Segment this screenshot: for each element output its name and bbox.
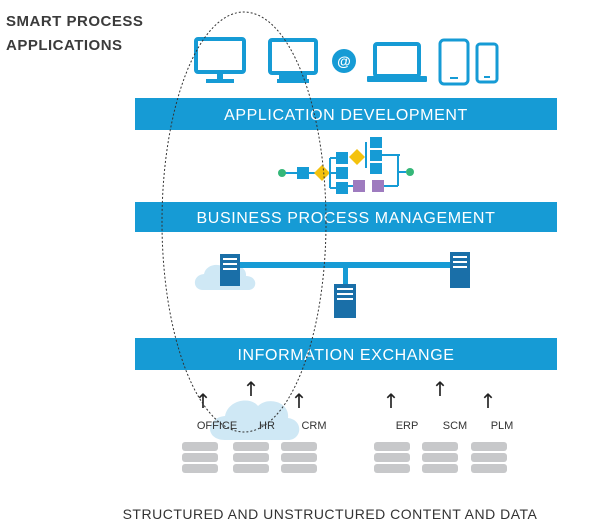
title-line-2: APPLICATIONS <box>6 37 123 54</box>
process-flow-icon <box>278 137 414 194</box>
application-development-band <box>135 98 557 130</box>
database-icon <box>233 442 269 473</box>
system-label-scm: SCM <box>443 420 467 432</box>
server-icon <box>334 284 356 318</box>
footer-caption: STRUCTURED AND UNSTRUCTURED CONTENT AND … <box>123 506 538 522</box>
network-icon <box>194 252 470 318</box>
monitor-icon <box>268 38 318 83</box>
title-line-1: SMART PROCESS <box>6 13 143 30</box>
information-exchange-label: INFORMATION EXCHANGE <box>237 347 454 364</box>
database-icon <box>422 442 458 473</box>
business-process-management-band <box>135 202 557 232</box>
system-label-erp: ERP <box>396 420 419 432</box>
system-label-crm: CRM <box>301 420 326 432</box>
database-icon <box>281 442 317 473</box>
laptop-icon <box>367 42 427 82</box>
arrow-up-icon: ↑ <box>480 389 497 413</box>
arrow-up-icon: ↑ <box>243 377 260 401</box>
database-icon <box>374 442 410 473</box>
application-development-label: APPLICATION DEVELOPMENT <box>224 107 468 124</box>
database-icon <box>182 442 218 473</box>
phone-icon <box>475 42 499 84</box>
arrow-up-icon: ↑ <box>383 389 400 413</box>
device-icons: @ <box>194 37 499 86</box>
email-symbol: @ <box>337 53 351 69</box>
email-icon: @ <box>332 49 356 73</box>
server-icon <box>450 252 470 288</box>
monitor-icon <box>194 37 246 83</box>
smart-process-boundary <box>161 11 327 433</box>
information-exchange-band <box>135 338 557 370</box>
upward-arrows: ↑ ↑ ↑ ↑ ↑ ↑ <box>195 377 497 413</box>
arrow-up-icon: ↑ <box>195 389 212 413</box>
tablet-icon <box>438 38 470 86</box>
business-process-management-label: BUSINESS PROCESS MANAGEMENT <box>197 210 496 227</box>
database-icon <box>471 442 507 473</box>
arrow-up-icon: ↑ <box>432 377 449 401</box>
database-icons <box>182 442 507 473</box>
server-icon <box>220 254 240 286</box>
system-label-hr: HR <box>259 420 275 432</box>
arrow-up-icon: ↑ <box>291 389 308 413</box>
system-label-office: OFFICE <box>197 420 237 432</box>
system-label-plm: PLM <box>491 420 514 432</box>
